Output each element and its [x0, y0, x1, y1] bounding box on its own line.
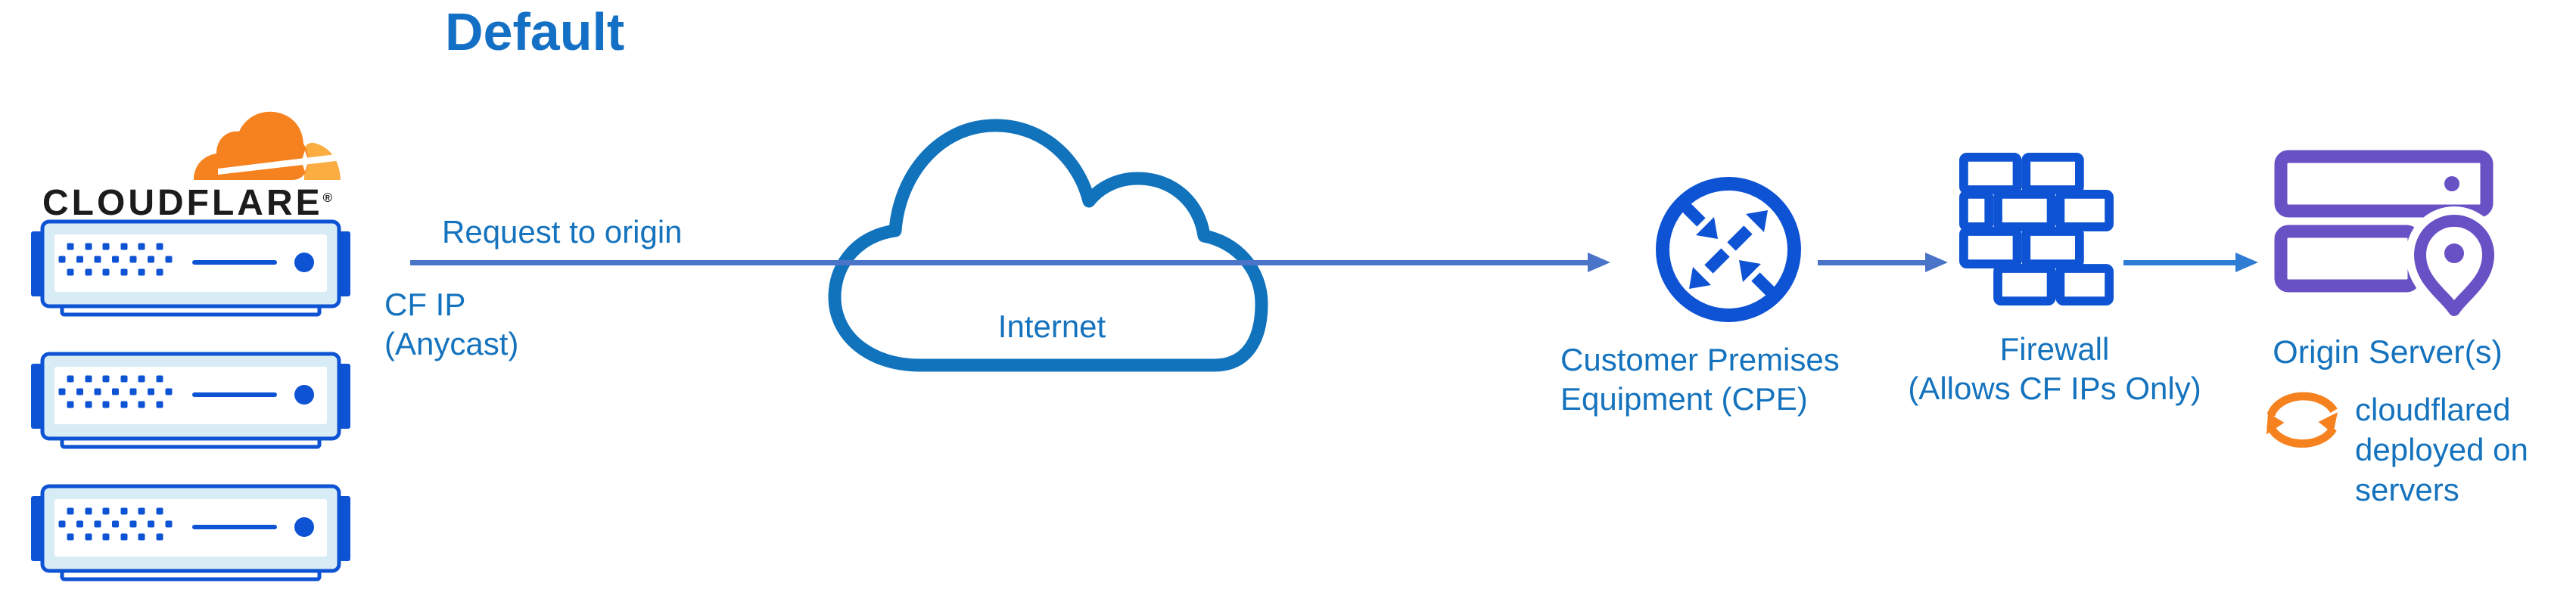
- cloudflared-note-line1: cloudflared: [2355, 392, 2511, 427]
- server-location-icon: [2274, 150, 2497, 324]
- server-led-dots: [58, 375, 173, 408]
- cpe-label-line2: Equipment (CPE): [1560, 381, 1808, 417]
- firewall-label-line1: Firewall: [1999, 331, 2110, 367]
- cpe-label: Customer Premises Equipment (CPE): [1560, 340, 1840, 419]
- arrow-line: [410, 260, 1588, 265]
- brick-wall-icon: [1959, 153, 2114, 305]
- arrow-head-icon: [1925, 253, 1948, 272]
- origin-server-label: Origin Server(s): [2273, 334, 2503, 371]
- cloud-icon: [828, 119, 1268, 372]
- cloudflared-note-line3: servers: [2355, 471, 2459, 507]
- server-rack-icon: [31, 484, 350, 581]
- server-led-dots: [58, 507, 173, 541]
- server-rack-icon: [31, 352, 350, 449]
- arrow-head-icon: [2235, 253, 2258, 272]
- arrow-head-icon: [1588, 253, 1610, 272]
- cloudflared-note-line2: deployed on: [2355, 431, 2528, 467]
- request-to-origin-label: Request to origin: [442, 214, 683, 250]
- server-led-dots: [58, 243, 173, 276]
- cloudflare-wordmark: CLOUDFLARE®: [42, 182, 332, 224]
- diagram-title: Default: [445, 2, 625, 61]
- firewall-label-line2: (Allows CF IPs Only): [1908, 371, 2201, 407]
- cf-ip-label: CF IP (Anycast): [384, 285, 518, 364]
- firewall-label: Firewall (Allows CF IPs Only): [1877, 330, 2232, 408]
- registered-mark: ®: [322, 191, 333, 205]
- cloudflare-server-stack: [30, 219, 351, 584]
- server-rack-icon: [31, 219, 350, 317]
- cloudflare-wordmark-text: CLOUDFLARE: [42, 183, 323, 223]
- cf-ip-label-line2: (Anycast): [384, 326, 519, 362]
- cloudflared-note: cloudflared deployed on servers: [2355, 390, 2528, 510]
- arrow-line: [1818, 260, 1925, 265]
- internet-label: Internet: [997, 309, 1106, 344]
- sync-icon: [2266, 392, 2338, 448]
- arrow-line: [2123, 260, 2235, 265]
- router-arrows-icon: [1656, 177, 1801, 322]
- cf-ip-label-line1: CF IP: [384, 287, 466, 322]
- cpe-label-line1: Customer Premises: [1560, 342, 1840, 377]
- cloudflare-cloud-icon: [194, 111, 342, 180]
